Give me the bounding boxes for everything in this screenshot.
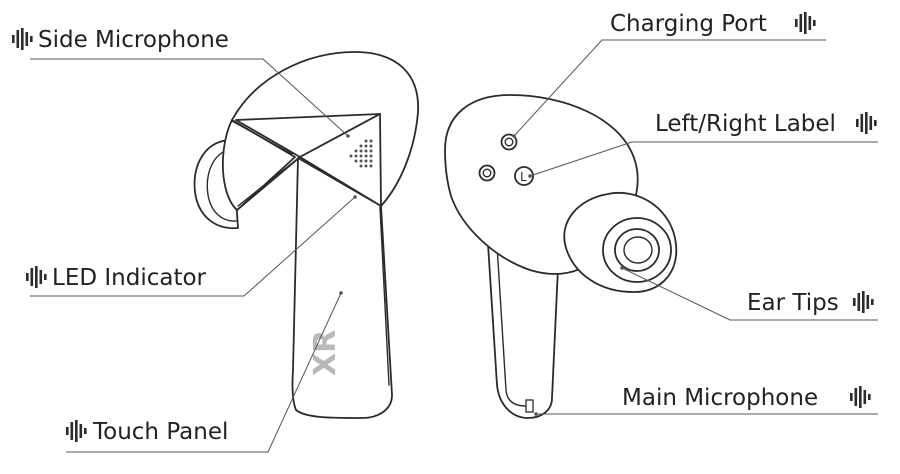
led-indicator-text: LED Indicator xyxy=(52,265,207,291)
ear-tips-text: Ear Tips xyxy=(747,290,839,316)
sound-wave-icon xyxy=(850,386,871,408)
side-microphone-label: Side Microphone xyxy=(12,27,229,53)
touch-panel-label: Touch Panel xyxy=(66,419,228,445)
sound-wave-icon xyxy=(66,420,87,442)
left-right-label-text: Left/Right Label xyxy=(655,111,836,137)
charging-contact xyxy=(478,164,496,182)
side-microphone-mesh xyxy=(349,139,373,168)
main-microphone-hole xyxy=(525,399,534,413)
svg-text:L: L xyxy=(520,170,527,184)
sound-wave-icon xyxy=(26,266,47,288)
left-earbud-stem xyxy=(291,157,393,419)
right-ear-tip xyxy=(563,191,678,293)
charging-port-label: Charging Port xyxy=(610,11,816,37)
led-indicator-label: LED Indicator xyxy=(26,265,207,291)
sound-wave-icon xyxy=(856,112,877,134)
left-right-label-label: Left/Right Label xyxy=(655,111,877,137)
left-right-marker: L xyxy=(514,166,534,186)
right-earbud: L xyxy=(444,94,678,419)
ear-tips-label: Ear Tips xyxy=(747,290,874,316)
sound-wave-icon xyxy=(795,12,816,34)
charging-port-text: Charging Port xyxy=(610,11,767,37)
side-microphone-text: Side Microphone xyxy=(38,27,229,53)
left-earbud: XR xyxy=(193,51,419,419)
main-microphone-label: Main Microphone xyxy=(622,385,871,411)
leader-lines xyxy=(30,39,878,453)
sound-wave-icon xyxy=(853,291,874,313)
touch-panel-text: Touch Panel xyxy=(92,419,228,445)
charging-port xyxy=(500,133,518,151)
sound-wave-icon xyxy=(12,28,33,50)
main-microphone-text: Main Microphone xyxy=(622,385,818,411)
